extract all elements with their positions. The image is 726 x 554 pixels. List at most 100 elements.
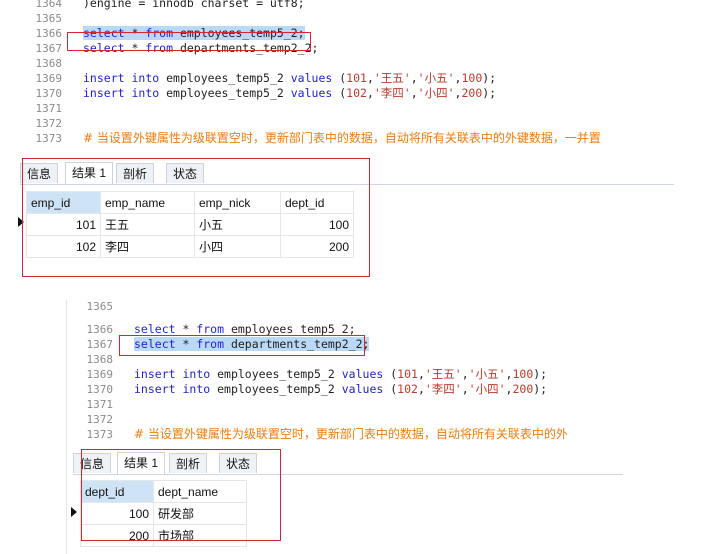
code-token: into: [131, 86, 160, 100]
code-line: 1373# 当设置外键属性为级联置空时，更新部门表中的数据，自动将所有关联表中的…: [35, 131, 601, 145]
column-header[interactable]: dept_name: [153, 480, 247, 503]
code-line: 1371: [86, 398, 114, 411]
code-token: *: [175, 337, 197, 351]
cell[interactable]: 小四: [194, 235, 281, 258]
code-token: *: [124, 41, 146, 55]
tab-result-1[interactable]: 结果 1: [65, 162, 114, 184]
code-token: values: [341, 367, 384, 381]
table-row[interactable]: 101 王五 小五 100: [26, 213, 354, 236]
code-text: insert into employees_temp5_2 values (10…: [83, 86, 496, 100]
code-token: values: [290, 71, 333, 85]
code-token: ,: [366, 71, 374, 85]
tab-profile[interactable]: 剖析: [116, 163, 155, 183]
code-token: ,: [454, 86, 462, 100]
tab-status[interactable]: 状态: [219, 453, 258, 473]
code-token: 101: [397, 367, 418, 381]
cell[interactable]: 100: [80, 502, 154, 525]
code-token: );: [533, 367, 548, 381]
code-token: (: [383, 367, 398, 381]
result-tabs-1: 信息 结果 1 剖析 状态: [20, 162, 674, 185]
code-token: from: [196, 337, 225, 351]
code-token: departments_temp2_2;: [224, 337, 370, 351]
cell[interactable]: 200: [280, 235, 354, 258]
column-header[interactable]: dept_id: [80, 480, 154, 503]
code-token: *: [124, 26, 146, 40]
cell[interactable]: 101: [26, 213, 101, 236]
code-token: ,: [366, 86, 374, 100]
cell[interactable]: 100: [280, 213, 354, 236]
code-line: 1371: [35, 102, 63, 115]
cell[interactable]: 市场部: [153, 524, 247, 547]
code-token: select: [83, 26, 125, 40]
code-token: ,: [410, 86, 418, 100]
code-text: select * from departments_temp2_2;: [83, 41, 318, 55]
code-token: (: [332, 86, 347, 100]
cell[interactable]: 102: [26, 235, 101, 258]
tab-info[interactable]: 信息: [20, 163, 59, 183]
tab-result-1[interactable]: 结果 1: [117, 452, 166, 474]
code-token: employees_temp5_2: [210, 367, 342, 381]
code-token: values: [341, 382, 384, 396]
table-row[interactable]: 102 李四 小四 200: [26, 235, 354, 258]
code-token: '李四': [373, 86, 411, 100]
code-token: 101: [346, 71, 367, 85]
sql-editor-1[interactable]: 1364)engine = innodb charset = utf8; 136…: [16, 0, 726, 158]
code-token: insert: [83, 71, 125, 85]
table-row[interactable]: 200 市场部: [80, 524, 247, 547]
code-text: # 当设置外键属性为级联置空时，更新部门表中的数据，自动将所有关联表中的外: [134, 427, 568, 441]
code-token: into: [131, 71, 160, 85]
code-token: from: [145, 41, 174, 55]
code-text: )engine = innodb charset = utf8;: [83, 0, 305, 10]
cell[interactable]: 李四: [100, 235, 195, 258]
code-token: ,: [505, 367, 513, 381]
column-header[interactable]: emp_id: [26, 191, 101, 214]
code-token: '王五': [424, 367, 462, 381]
code-token: '李四': [424, 382, 462, 396]
code-token: select: [134, 337, 176, 351]
code-text: select * from departments_temp2_2;: [134, 337, 370, 351]
code-token: );: [533, 382, 548, 396]
code-text: insert into employees_temp5_2 values (10…: [134, 382, 547, 396]
screenshot-1: 1364)engine = innodb charset = utf8; 136…: [16, 0, 726, 292]
code-token: ,: [461, 367, 469, 381]
cell[interactable]: 200: [80, 524, 154, 547]
cell[interactable]: 王五: [100, 213, 195, 236]
code-text: insert into employees_temp5_2 values (10…: [83, 71, 496, 85]
tab-info[interactable]: 信息: [73, 453, 112, 473]
code-token: select: [134, 322, 176, 336]
code-token: (: [383, 382, 398, 396]
code-token: (: [332, 71, 347, 85]
table-row[interactable]: 100 研发部: [80, 502, 247, 525]
tab-profile[interactable]: 剖析: [169, 453, 208, 473]
column-header[interactable]: emp_name: [100, 191, 195, 214]
result-grid-2[interactable]: dept_id dept_name 100 研发部 200 市场部: [80, 480, 247, 547]
code-token: employees_temp5_2;: [224, 322, 356, 336]
code-token: into: [182, 367, 211, 381]
code-token: '小四': [468, 382, 506, 396]
code-token: ,: [410, 71, 418, 85]
cell[interactable]: 小五: [194, 213, 281, 236]
tab-status[interactable]: 状态: [166, 163, 205, 183]
code-token: );: [482, 86, 497, 100]
code-text: select * from employees_temp5_2;: [83, 26, 305, 40]
code-text: # 当设置外键属性为级联置空时，更新部门表中的数据，自动将所有关联表中的外键数据…: [83, 131, 601, 145]
code-line: 1368: [86, 353, 114, 366]
result-grid-1[interactable]: emp_id emp_name emp_nick dept_id 101 王五 …: [26, 191, 354, 258]
column-header[interactable]: dept_id: [280, 191, 354, 214]
code-token: ,: [461, 382, 469, 396]
code-token: select: [83, 41, 125, 55]
column-header[interactable]: emp_nick: [194, 191, 281, 214]
code-line: 1368: [35, 57, 63, 70]
cell[interactable]: 研发部: [153, 502, 247, 525]
code-line: 1372: [86, 413, 114, 426]
code-token: into: [182, 382, 211, 396]
code-token: ,: [454, 71, 462, 85]
code-token: # 当设置外键属性为级联置空时，更新部门表中的数据，自动将所有关联表中的外键数据…: [83, 131, 601, 145]
grid-header-row: dept_id dept_name: [80, 480, 247, 503]
